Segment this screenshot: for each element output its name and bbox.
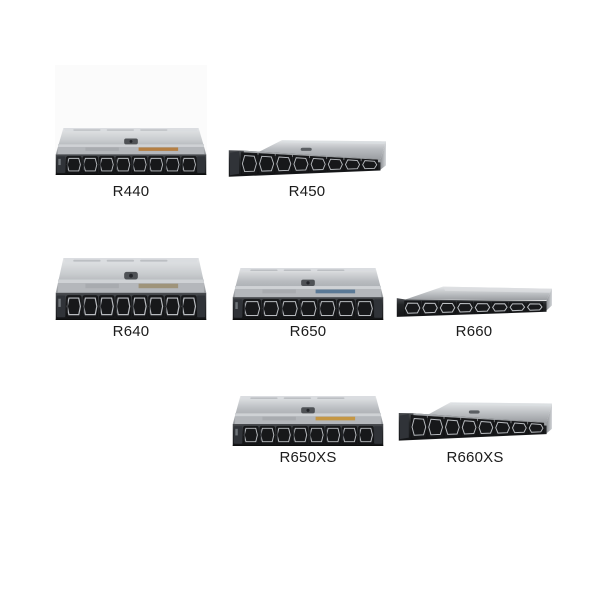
product-label-r650: R650 (289, 323, 327, 340)
product-image-r660xs[interactable] (398, 398, 552, 442)
product-label-r640: R640 (112, 323, 150, 340)
product-image-r650[interactable] (232, 268, 384, 320)
product-label-r450: R450 (288, 183, 326, 200)
product-image-r640[interactable] (55, 258, 207, 320)
product-image-r450[interactable] (228, 136, 386, 178)
product-image-r660[interactable] (396, 283, 552, 319)
product-image-r440[interactable] (55, 128, 207, 175)
product-image-r650xs[interactable] (232, 396, 384, 446)
product-label-r440: R440 (112, 183, 150, 200)
product-label-r660xs: R660XS (446, 449, 504, 466)
product-label-r660: R660 (455, 323, 493, 340)
product-label-r650xs: R650XS (279, 449, 337, 466)
